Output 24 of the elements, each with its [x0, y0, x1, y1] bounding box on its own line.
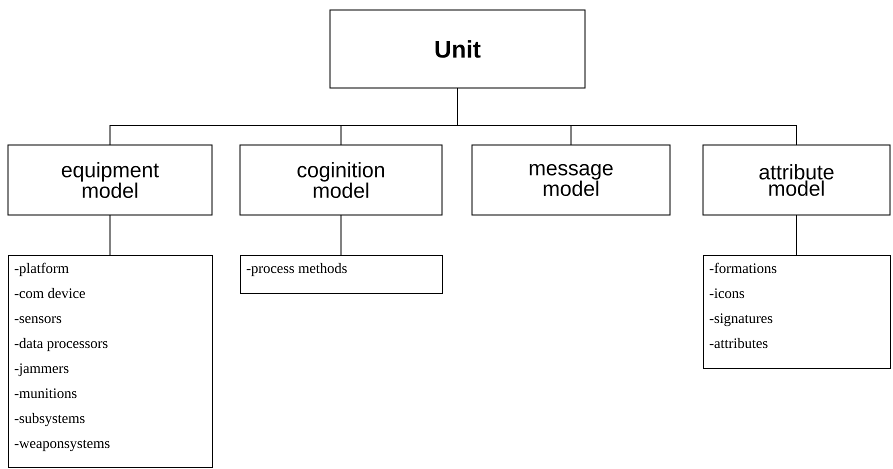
list-box: [8, 255, 213, 468]
list-item: -formations: [710, 262, 776, 274]
list-item: -process methods: [246, 262, 347, 276]
list-item: -jammers: [14, 363, 68, 376]
list-item: -data processors: [14, 338, 108, 352]
model-box: attribute model: [702, 144, 890, 216]
list-item: -signatures: [710, 313, 772, 326]
list-box: [703, 255, 891, 369]
list-item: -munitions: [14, 388, 77, 398]
model-box: equipment model: [8, 144, 212, 216]
list-item: -subsystems: [14, 412, 85, 426]
list-item: -icons: [710, 288, 744, 298]
model-box: coginition model: [240, 144, 442, 216]
connector-line: [796, 215, 797, 256]
list-box: [240, 255, 443, 294]
list-item: -platform: [14, 262, 69, 276]
title-box: Unit: [330, 10, 586, 88]
list-item: -weaponsystems: [14, 440, 110, 452]
model-box: message model: [472, 144, 670, 216]
connector-line: [457, 88, 797, 145]
list-item: -attributes: [710, 338, 768, 348]
connector-line: [340, 215, 342, 256]
list-item: -sensors: [14, 316, 62, 324]
list-item: -com device: [14, 288, 85, 298]
